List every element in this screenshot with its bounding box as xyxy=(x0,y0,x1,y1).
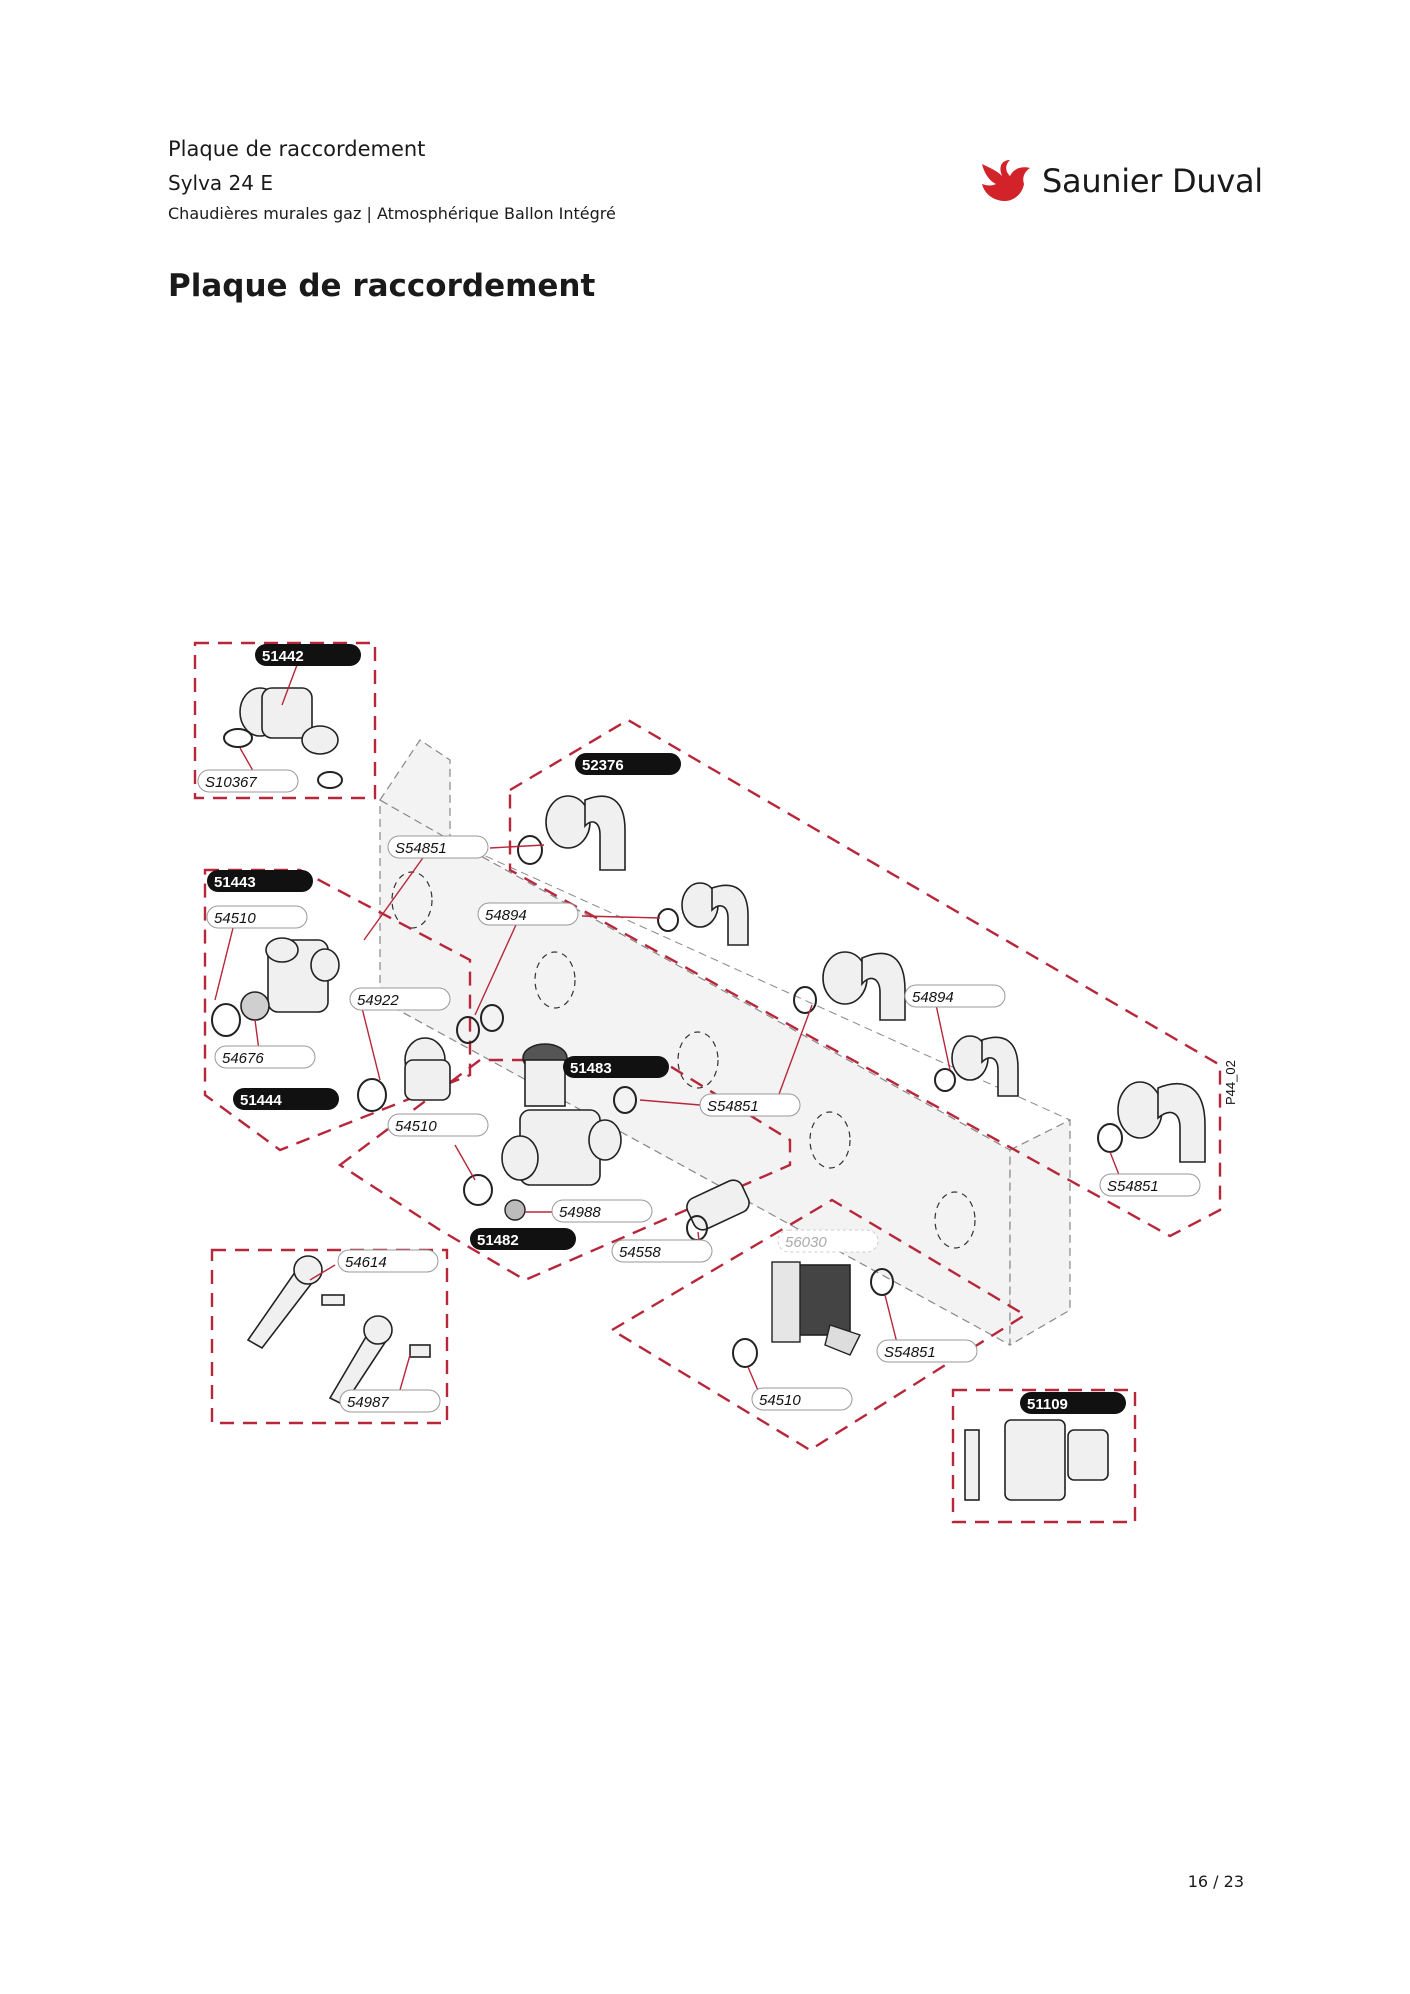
group-outline-52376 xyxy=(508,718,1222,1238)
part-elbow-2 xyxy=(657,882,749,946)
label-text: 51483 xyxy=(570,1060,612,1077)
label-51483: 51483 xyxy=(563,1056,669,1078)
label-text: S10367 xyxy=(205,774,257,791)
label-54510-c: 54510 xyxy=(751,1387,853,1411)
group-outline-51444 xyxy=(337,1058,792,1282)
part-51442-valve xyxy=(223,687,343,789)
label-51442: 51442 xyxy=(255,644,361,666)
document-header: Plaque de raccordement Sylva 24 E Chaudi… xyxy=(168,132,616,228)
label-s54851-b: S54851 xyxy=(699,1093,801,1117)
part-51109-kit xyxy=(964,1419,1109,1501)
group-outline-54614 xyxy=(210,1248,449,1425)
label-51444: 51444 xyxy=(233,1088,339,1110)
label-s10367: S10367 xyxy=(197,769,299,793)
part-54922-fitting xyxy=(357,1004,504,1112)
part-51483-valve-block xyxy=(463,1043,637,1221)
brand-name: Saunier Duval xyxy=(1042,162,1263,200)
label-text: 51109 xyxy=(1027,1396,1068,1413)
label-s54851-d: S54851 xyxy=(876,1339,978,1363)
label-text: 54510 xyxy=(214,910,256,927)
label-54510-a: 54510 xyxy=(206,905,308,929)
label-text: 56030 xyxy=(785,1234,827,1251)
label-54894-b: 54894 xyxy=(904,984,1006,1008)
part-elbow-4 xyxy=(934,1035,1019,1097)
label-54987: 54987 xyxy=(339,1389,441,1413)
group-outline-51109 xyxy=(951,1388,1137,1524)
part-54987-wrench xyxy=(328,1315,431,1407)
label-54510-b: 54510 xyxy=(387,1113,489,1137)
label-text: S54851 xyxy=(707,1098,759,1115)
brand-logo: Saunier Duval xyxy=(980,158,1263,204)
part-51443-valve xyxy=(211,937,340,1037)
label-text: 54988 xyxy=(559,1204,601,1221)
label-51443: 51443 xyxy=(207,870,313,892)
bird-icon xyxy=(982,160,1030,202)
label-text: 51482 xyxy=(477,1232,519,1249)
label-56030: 56030 xyxy=(777,1229,879,1253)
connection-plate xyxy=(379,739,1071,1347)
label-54558: 54558 xyxy=(611,1239,713,1263)
page-title: Plaque de raccordement xyxy=(168,268,596,304)
label-54988: 54988 xyxy=(551,1199,653,1223)
part-elbow-5 xyxy=(1097,1081,1206,1163)
label-text: 51444 xyxy=(240,1092,282,1109)
label-54922: 54922 xyxy=(349,987,451,1011)
group-outline-56030 xyxy=(609,1198,1028,1452)
label-text: 51443 xyxy=(214,874,256,891)
part-52376-elbow-1 xyxy=(517,795,626,871)
part-54558-nipple xyxy=(686,1179,750,1241)
label-text: 54987 xyxy=(347,1394,389,1411)
label-text: 54676 xyxy=(222,1050,264,1067)
part-elbow-3 xyxy=(793,951,906,1021)
label-text: S54851 xyxy=(884,1344,936,1361)
header-model: Sylva 24 E xyxy=(168,171,273,195)
label-54614: 54614 xyxy=(337,1249,439,1273)
label-text: 54894 xyxy=(912,989,954,1006)
label-text: 54510 xyxy=(759,1392,801,1409)
diagram-code: P44_02 xyxy=(1223,1060,1238,1105)
header-category: Chaudières murales gaz | Atmosphérique B… xyxy=(168,204,616,223)
label-52376: 52376 xyxy=(575,753,681,775)
label-text: 54558 xyxy=(619,1244,661,1261)
part-54614-wrench xyxy=(246,1255,345,1350)
page-number: 16 / 23 xyxy=(1187,1872,1244,1891)
label-51109: 51109 xyxy=(1020,1392,1126,1414)
label-text: 54510 xyxy=(395,1118,437,1135)
label-text: S54851 xyxy=(395,840,447,857)
part-56030-gas-cock xyxy=(732,1261,894,1368)
label-s54851-c: S54851 xyxy=(1099,1173,1201,1197)
label-51482: 51482 xyxy=(470,1228,576,1250)
label-text: 54894 xyxy=(485,907,527,924)
label-text: 51442 xyxy=(262,648,304,665)
label-54894-a: 54894 xyxy=(477,902,579,926)
label-54676: 54676 xyxy=(214,1045,316,1069)
group-outline-51442 xyxy=(193,641,377,800)
label-text: 54614 xyxy=(345,1254,387,1271)
label-text: S54851 xyxy=(1107,1178,1159,1195)
label-text: 52376 xyxy=(582,757,624,774)
label-s54851-a: S54851 xyxy=(387,835,489,859)
header-section: Plaque de raccordement xyxy=(168,137,426,161)
label-text: 54922 xyxy=(357,992,399,1009)
